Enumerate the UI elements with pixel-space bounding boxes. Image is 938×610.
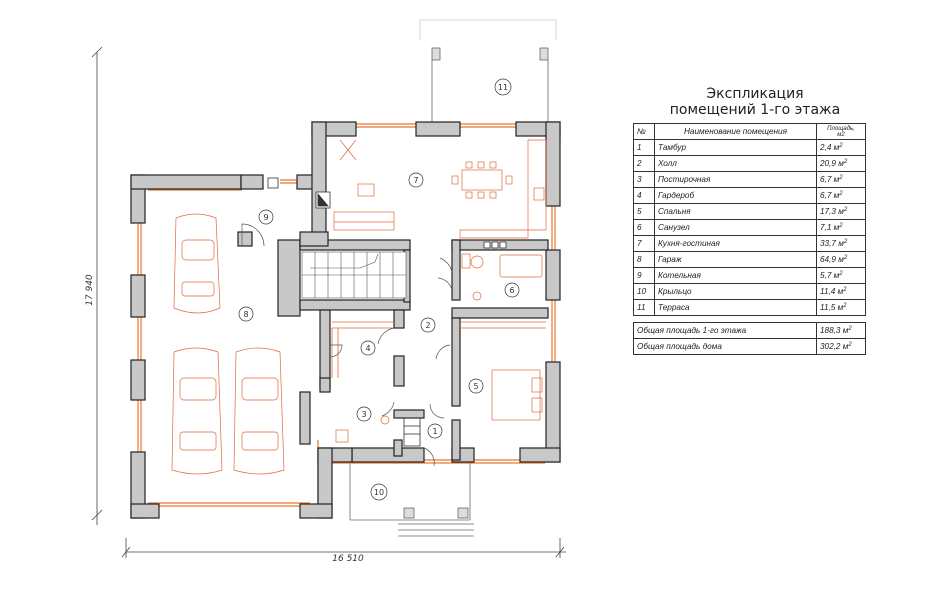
header-name: Наименование помещения xyxy=(654,123,817,140)
svg-text:9: 9 xyxy=(263,213,268,222)
porch-outline xyxy=(349,462,474,537)
dimension-lines xyxy=(91,46,566,558)
header-num: № xyxy=(633,123,655,140)
svg-text:1: 1 xyxy=(432,427,437,436)
svg-text:7: 7 xyxy=(413,176,418,185)
header-area: Площадь,м2 xyxy=(816,123,866,140)
room-label-7: 7 xyxy=(408,172,424,188)
width-dimension-label: 16 510 xyxy=(332,554,364,564)
staircase xyxy=(301,251,407,299)
explication-title-line2: помещений 1-го этажа xyxy=(669,102,841,118)
utility-fixtures xyxy=(267,177,507,447)
svg-text:2: 2 xyxy=(425,321,430,330)
bed xyxy=(491,369,541,421)
room-label-10: 10 xyxy=(370,483,388,501)
table-header-row: № Наименование помещения Площадь,м2 xyxy=(633,123,866,140)
room-label-2: 2 xyxy=(420,317,436,333)
car-icon-3 xyxy=(233,347,285,475)
sofa xyxy=(333,211,395,231)
svg-text:6: 6 xyxy=(509,286,514,295)
svg-text:8: 8 xyxy=(243,310,248,319)
room-label-8: 8 xyxy=(238,306,254,322)
room-label-1: 1 xyxy=(427,423,443,439)
room-label-5: 5 xyxy=(468,378,484,394)
room-label-3: 3 xyxy=(356,406,372,422)
terrace-outline xyxy=(419,19,557,122)
room-labels: 1 2 3 4 5 6 7 8 9 10 11 xyxy=(238,78,520,501)
wardrobe-shelves xyxy=(331,321,546,378)
svg-text:10: 10 xyxy=(374,488,384,497)
car-icon-2 xyxy=(171,347,223,475)
car-icon-1 xyxy=(173,213,221,314)
height-dimension-label: 17 940 xyxy=(85,274,95,306)
svg-text:5: 5 xyxy=(473,382,478,391)
explication-title-line1: Экспликация xyxy=(706,86,804,102)
bathtub xyxy=(499,254,543,278)
dining-table xyxy=(461,169,503,191)
doors xyxy=(241,223,453,467)
walls xyxy=(130,121,561,519)
room-label-4: 4 xyxy=(360,340,376,356)
room-label-9: 9 xyxy=(258,209,274,225)
kitchen-counter xyxy=(459,139,547,239)
table-spacer-row xyxy=(633,315,866,323)
room-label-6: 6 xyxy=(504,282,520,298)
svg-text:4: 4 xyxy=(365,344,370,353)
svg-text:3: 3 xyxy=(361,410,366,419)
svg-text:11: 11 xyxy=(498,83,508,92)
room-label-11: 11 xyxy=(494,78,512,96)
furniture xyxy=(171,139,547,475)
explication-title: Экспликация помещений 1-го этажа xyxy=(640,86,870,118)
